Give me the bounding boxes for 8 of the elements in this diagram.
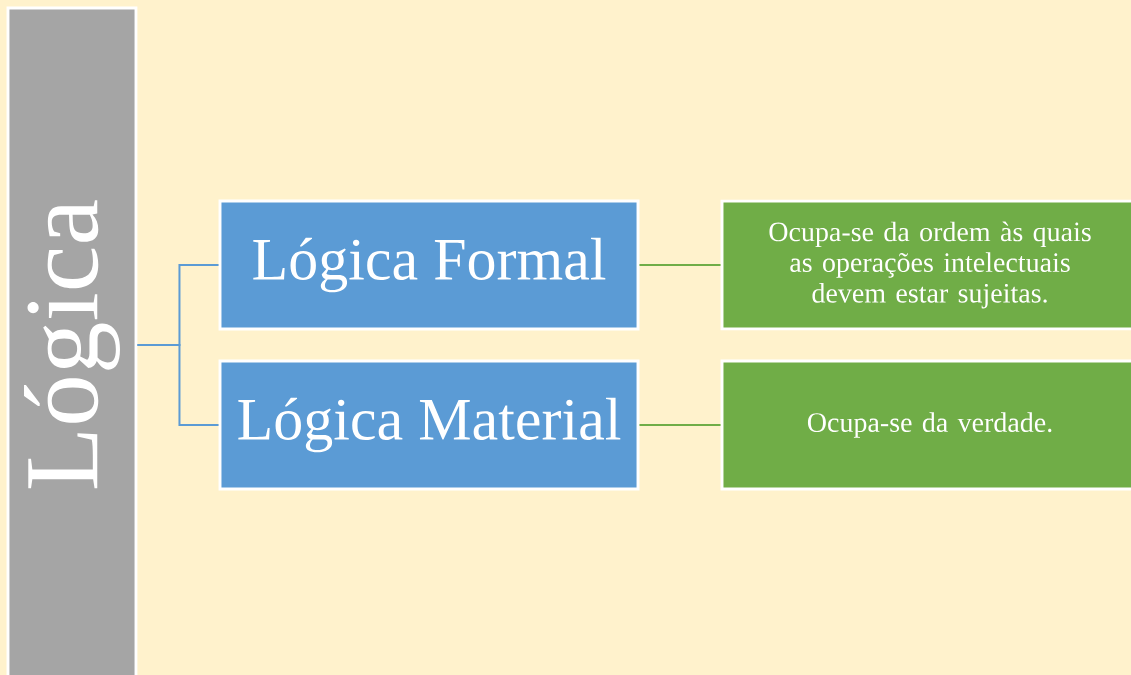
connector-line <box>638 424 722 426</box>
connector-line <box>136 344 220 426</box>
connector-line <box>638 264 722 266</box>
description-box: Ocupa-se da ordem às quais as operações intelectuais devem estar sujeitas. <box>720 199 1131 331</box>
branch-box: Lógica Formal <box>218 199 640 331</box>
branch-box: Lógica Material <box>218 359 640 491</box>
description-box: Ocupa-se da verdade. <box>720 359 1131 491</box>
category-bar: Lógica <box>6 6 138 675</box>
